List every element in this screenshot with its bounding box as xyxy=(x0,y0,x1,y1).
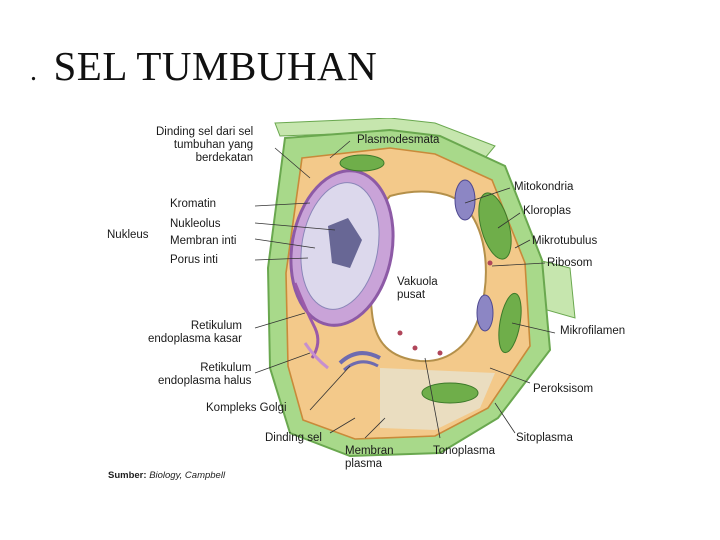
leader-line xyxy=(254,222,336,231)
label-nukleus: Nukleus xyxy=(107,229,149,241)
label-membran-inti: Membran inti xyxy=(170,235,237,247)
chloroplast-1 xyxy=(478,192,512,260)
title-prefix: . xyxy=(30,56,38,87)
label-peroksisom: Peroksisom xyxy=(533,383,594,395)
leader-line xyxy=(494,402,516,434)
leader-line xyxy=(511,322,556,334)
leader-lines xyxy=(254,140,556,439)
ribosome-dot xyxy=(437,350,443,356)
label-text: Retikulum endoplasma halus xyxy=(158,362,252,387)
label-membran-plasma: Membran plasma xyxy=(345,445,394,471)
label-text: Vakuola pusat xyxy=(397,276,438,301)
label-re-kasar: Retikulum endoplasma kasar xyxy=(148,320,242,346)
source-work: Biology, xyxy=(149,470,183,481)
rough-er xyxy=(293,282,320,359)
label-text: Membran plasma xyxy=(345,445,394,470)
mitochondrion-2 xyxy=(476,294,494,332)
plant-cell-illustration xyxy=(254,117,576,458)
ribosome-dot xyxy=(397,330,403,336)
leader-line xyxy=(309,365,351,411)
smooth-er xyxy=(303,342,329,370)
page-title: . SEL TUMBUHAN xyxy=(30,42,377,90)
leader-line xyxy=(489,367,531,384)
mitochondrion-1 xyxy=(454,179,476,221)
label-nukleolus: Nukleolus xyxy=(170,218,221,230)
leader-line xyxy=(329,140,351,159)
nucleolus xyxy=(328,218,362,268)
ribosome-dot xyxy=(412,345,418,351)
label-kompleks-golgi: Kompleks Golgi xyxy=(206,402,287,414)
label-sitoplasma: Sitoplasma xyxy=(516,432,573,444)
leader-line xyxy=(254,352,311,374)
golgi-complex-2 xyxy=(343,360,379,372)
chloroplast-3 xyxy=(421,382,479,404)
label-dinding-sel-tetangga: Dinding sel dari sel tumbuhan yang berde… xyxy=(156,126,253,165)
leader-line xyxy=(254,238,316,249)
leader-line xyxy=(497,212,521,229)
leader-line xyxy=(364,417,386,439)
leader-line xyxy=(491,262,546,267)
leader-line xyxy=(514,239,531,249)
label-tonoplasma: Tonoplasma xyxy=(433,445,496,457)
label-mikrotubulus: Mikrotubulus xyxy=(532,235,598,247)
label-text: Retikulum endoplasma kasar xyxy=(148,320,242,345)
label-plasmodesmata: Plasmodesmata xyxy=(357,134,440,146)
golgi-complex xyxy=(338,351,381,365)
title-text: SEL TUMBUHAN xyxy=(53,43,378,89)
label-text: Dinding sel dari sel tumbuhan yang berde… xyxy=(156,126,254,164)
leader-line xyxy=(424,357,441,439)
leader-line xyxy=(464,187,511,204)
leader-line xyxy=(254,312,306,329)
ribosome-dot xyxy=(487,260,493,266)
label-porus-inti: Porus inti xyxy=(170,254,218,266)
label-dinding-sel: Dinding sel xyxy=(265,432,322,444)
label-ribosom: Ribosom xyxy=(547,257,593,269)
label-vakuola-pusat: Vakuola pusat xyxy=(397,276,438,302)
leader-line xyxy=(254,257,309,261)
leader-line xyxy=(329,417,356,434)
source-caption: Sumber: Biology, Campbell xyxy=(108,470,225,481)
label-mitokondria: Mitokondria xyxy=(514,181,574,193)
source-prefix: Sumber: xyxy=(108,470,147,481)
leader-line xyxy=(254,202,311,207)
label-kloroplas: Kloroplas xyxy=(523,205,571,217)
chloroplast-4 xyxy=(339,154,385,172)
plant-cell-diagram: Dinding sel dari sel tumbuhan yang berde… xyxy=(100,117,640,490)
label-re-halus: Retikulum endoplasma halus xyxy=(158,362,251,388)
source-author: Campbell xyxy=(184,470,226,481)
label-mikrofilamen: Mikrofilamen xyxy=(560,325,626,337)
label-kromatin: Kromatin xyxy=(170,198,217,210)
leader-line xyxy=(274,147,311,179)
